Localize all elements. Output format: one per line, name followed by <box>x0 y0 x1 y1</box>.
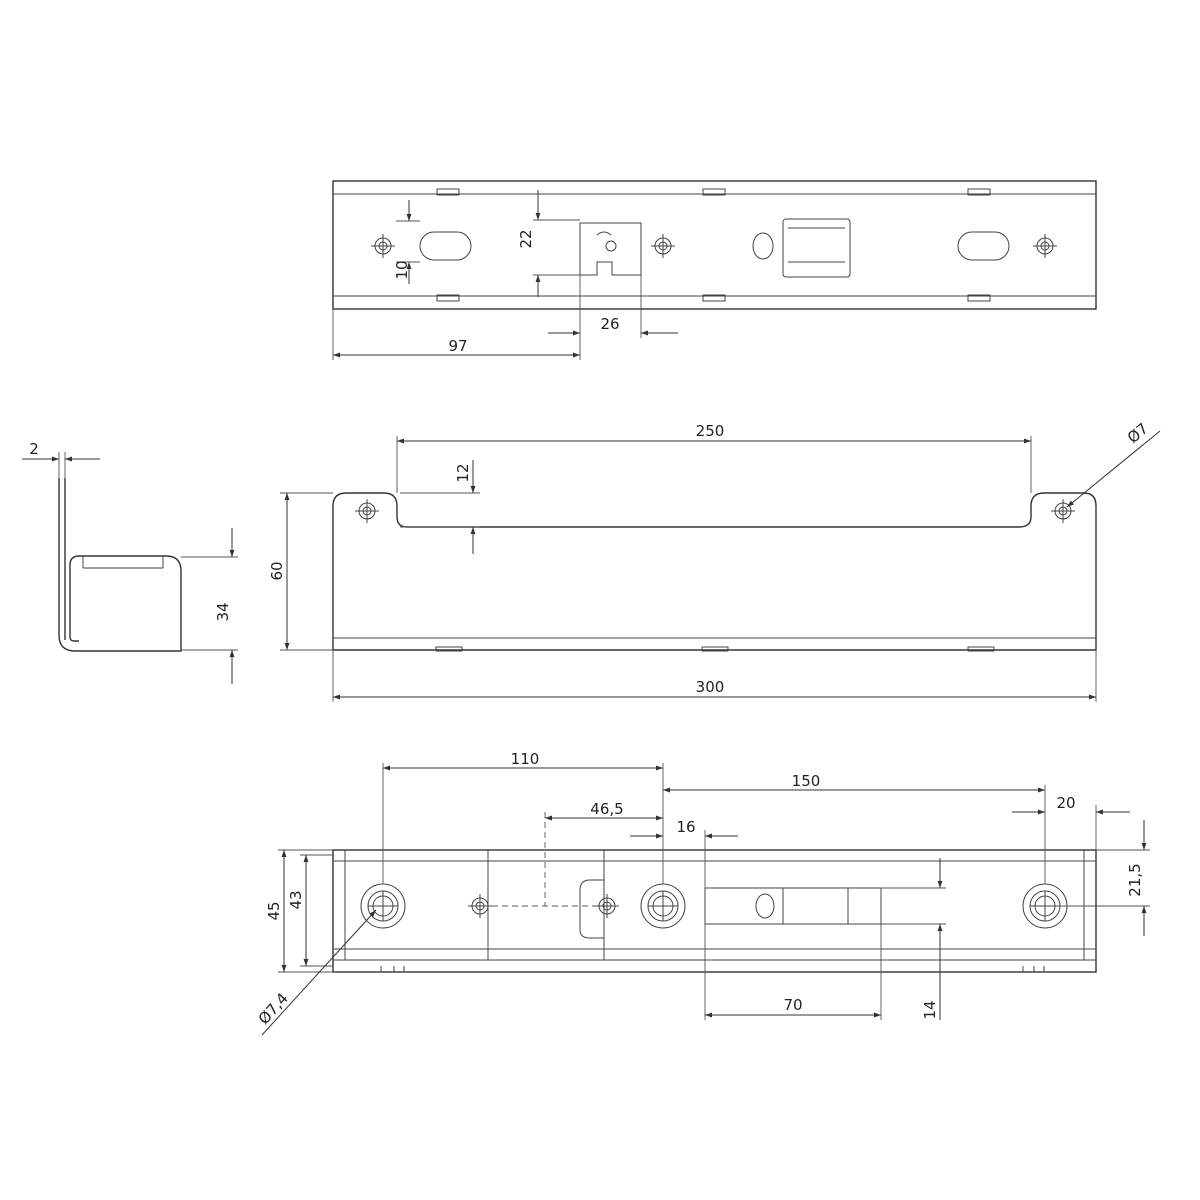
dim-14-label: 14 <box>921 1000 939 1019</box>
dim-45-label: 45 <box>265 901 283 920</box>
dim-34-label: 34 <box>214 602 232 621</box>
dim-20-label: 20 <box>1056 794 1075 812</box>
hole-crosshair <box>651 234 675 258</box>
dim-22-label: 22 <box>517 229 535 248</box>
dim-2-label: 2 <box>29 440 39 458</box>
hole-crosshair <box>595 894 619 918</box>
top-view: 10 22 26 97 <box>332 180 1097 360</box>
hole-crosshair <box>1051 499 1075 523</box>
dim-10-label: 10 <box>393 260 411 279</box>
dim-110-label: 110 <box>511 750 540 768</box>
dim-21-5-label: 21,5 <box>1126 863 1144 896</box>
hole-crosshair <box>355 499 379 523</box>
dim-150-label: 150 <box>792 772 821 790</box>
dim-diameter-7-label: Ø7 <box>1124 419 1152 447</box>
dim-250-label: 250 <box>696 422 725 440</box>
dim-46-5-label: 46,5 <box>590 800 623 818</box>
dim-26-label: 26 <box>600 315 619 333</box>
dim-300-label: 300 <box>696 678 725 696</box>
hole-crosshair <box>1033 234 1057 258</box>
hole-crosshair <box>371 234 395 258</box>
hole-crosshair <box>468 894 492 918</box>
dim-12-label: 12 <box>454 463 472 482</box>
dim-43-label: 43 <box>287 890 305 909</box>
side-view: 2 34 <box>22 440 238 684</box>
dim-16-label: 16 <box>676 818 695 836</box>
dim-97-label: 97 <box>448 337 467 355</box>
countersunk-hole <box>360 883 406 929</box>
dim-70-label: 70 <box>783 996 802 1014</box>
countersunk-hole <box>640 883 686 929</box>
bottom-view: 110 150 46,5 16 20 21,5 45 43 <box>255 750 1150 1036</box>
front-view: 250 12 60 300 Ø7 <box>268 419 1161 702</box>
dim-60-label: 60 <box>268 561 286 580</box>
